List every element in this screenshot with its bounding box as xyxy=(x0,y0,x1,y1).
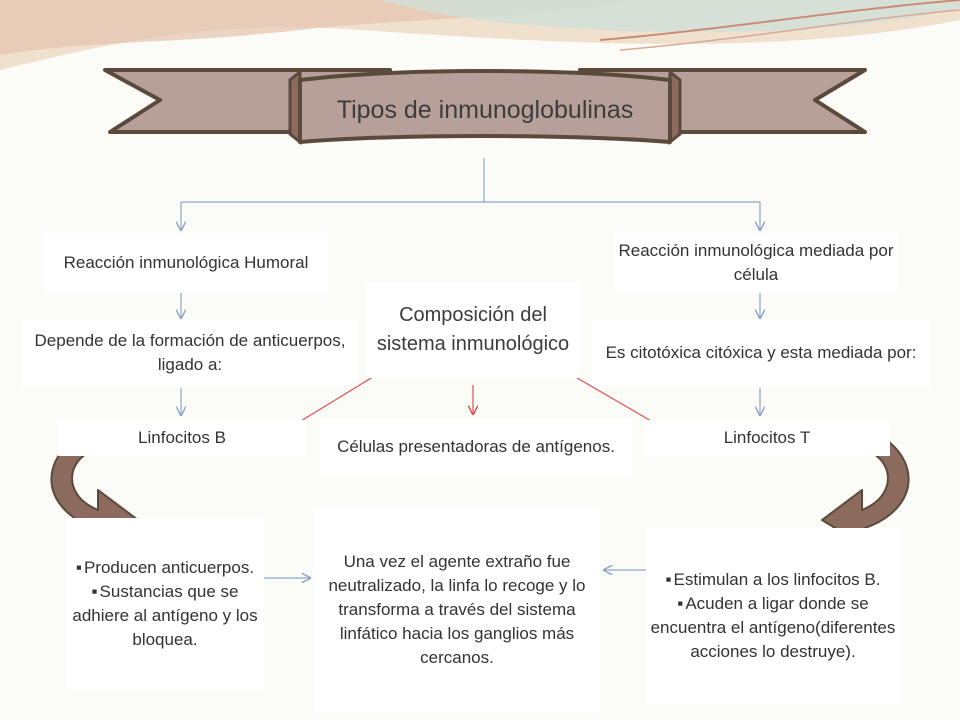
node-linfocitos-b: Linfocitos B xyxy=(58,420,306,456)
node-linfa: Una vez el agente extraño fue neutraliza… xyxy=(314,508,600,712)
bullet-b-item: Producen anticuerpos. xyxy=(70,556,260,580)
background-swoosh xyxy=(0,0,960,70)
node-citotoxica-text: Es citotóxica citóxica y esta mediada po… xyxy=(605,343,917,362)
bullet-t-item: Estimulan a los linfocitos B. xyxy=(650,568,896,592)
node-humoral-text: Reacción inmunológica Humoral xyxy=(63,253,309,272)
bullet-b-item: Sustancias que se adhiere al antígeno y … xyxy=(70,580,260,652)
node-depende: Depende de la formación de anticuerpos, … xyxy=(22,320,358,386)
diagram-title: Tipos de inmunoglobulinas xyxy=(336,96,634,124)
node-celulas-presentadoras: Células presentadoras de antígenos. xyxy=(320,418,632,476)
title-banner xyxy=(103,68,867,146)
node-bullets-t: Estimulan a los linfocitos B. Acuden a l… xyxy=(646,528,900,704)
node-bullets-b: Producen anticuerpos. Sustancias que se … xyxy=(66,518,264,690)
node-composicion: Composición del sistema inmunológico xyxy=(366,282,580,378)
node-humoral: Reacción inmunológica Humoral xyxy=(44,233,328,293)
node-celular-text: Reacción inmunológica mediada por célula xyxy=(618,241,894,284)
node-citotoxica: Es citotóxica citóxica y esta mediada po… xyxy=(592,320,930,386)
node-linfocitos-t-text: Linfocitos T xyxy=(723,428,811,447)
node-composicion-text: Composición del sistema inmunológico xyxy=(376,304,570,355)
bullet-t-item: Acuden a ligar donde se encuentra el ant… xyxy=(650,592,896,664)
node-linfa-text: Una vez el agente extraño fue neutraliza… xyxy=(328,552,586,667)
bullets-t-list: Estimulan a los linfocitos B. Acuden a l… xyxy=(650,568,896,664)
node-celulas-presentadoras-text: Células presentadoras de antígenos. xyxy=(337,437,615,456)
bullets-b-list: Producen anticuerpos. Sustancias que se … xyxy=(70,556,260,652)
node-linfocitos-b-text: Linfocitos B xyxy=(138,428,226,447)
node-linfocitos-t: Linfocitos T xyxy=(644,420,890,456)
node-celular: Reacción inmunológica mediada por célula xyxy=(614,233,898,293)
node-depende-text: Depende de la formación de anticuerpos, … xyxy=(34,331,346,374)
